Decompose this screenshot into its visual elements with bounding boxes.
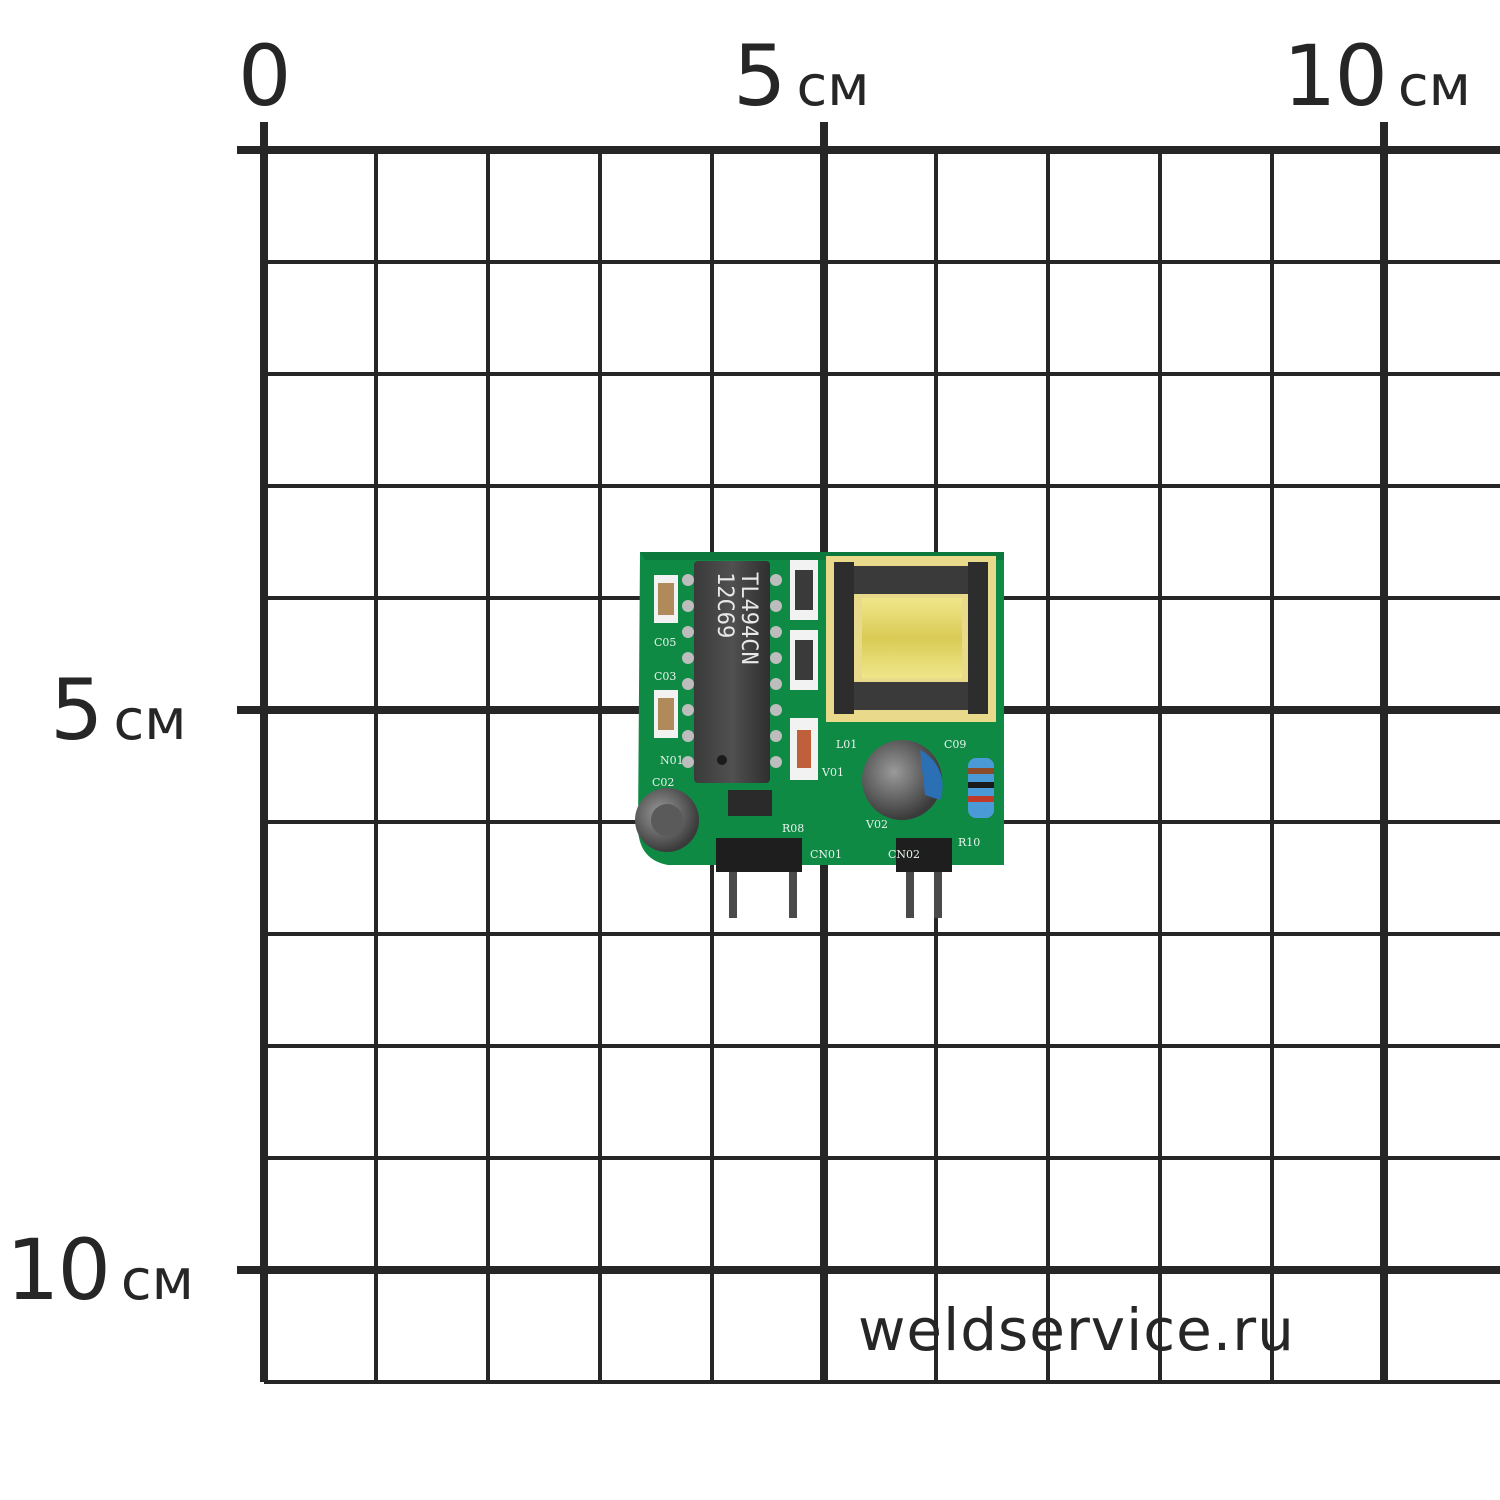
silkscreen-label: V01 [821,766,844,779]
silkscreen-label: CN01 [810,848,842,861]
connector-cn02 [896,838,952,872]
silkscreen-label: R08 [782,822,804,835]
silkscreen-label: C09 [944,738,966,751]
output-pins [729,858,942,918]
silkscreen-label: N01 [660,754,684,767]
chip-marking-batch: 12C69 [712,572,737,638]
watermark-text: weldservice.ru [858,1296,1295,1364]
scale-label-top-0: 0 [238,27,291,125]
silkscreen-label: V02 [865,818,888,831]
pulse-transformer [826,556,996,722]
connector-cn01 [716,838,802,872]
silkscreen-label: C02 [652,776,674,789]
silkscreen-label: R10 [958,836,980,849]
silkscreen-label: C05 [654,636,676,649]
silkscreen-label: L01 [836,738,857,751]
power-supply-module: 12C69 TL494CN [635,552,1004,918]
silkscreen-label: CN02 [888,848,920,861]
tl494-chip: 12C69 TL494CN [682,561,782,783]
chip-marking-part: TL494CN [736,572,761,665]
silkscreen-label: C03 [654,670,676,683]
